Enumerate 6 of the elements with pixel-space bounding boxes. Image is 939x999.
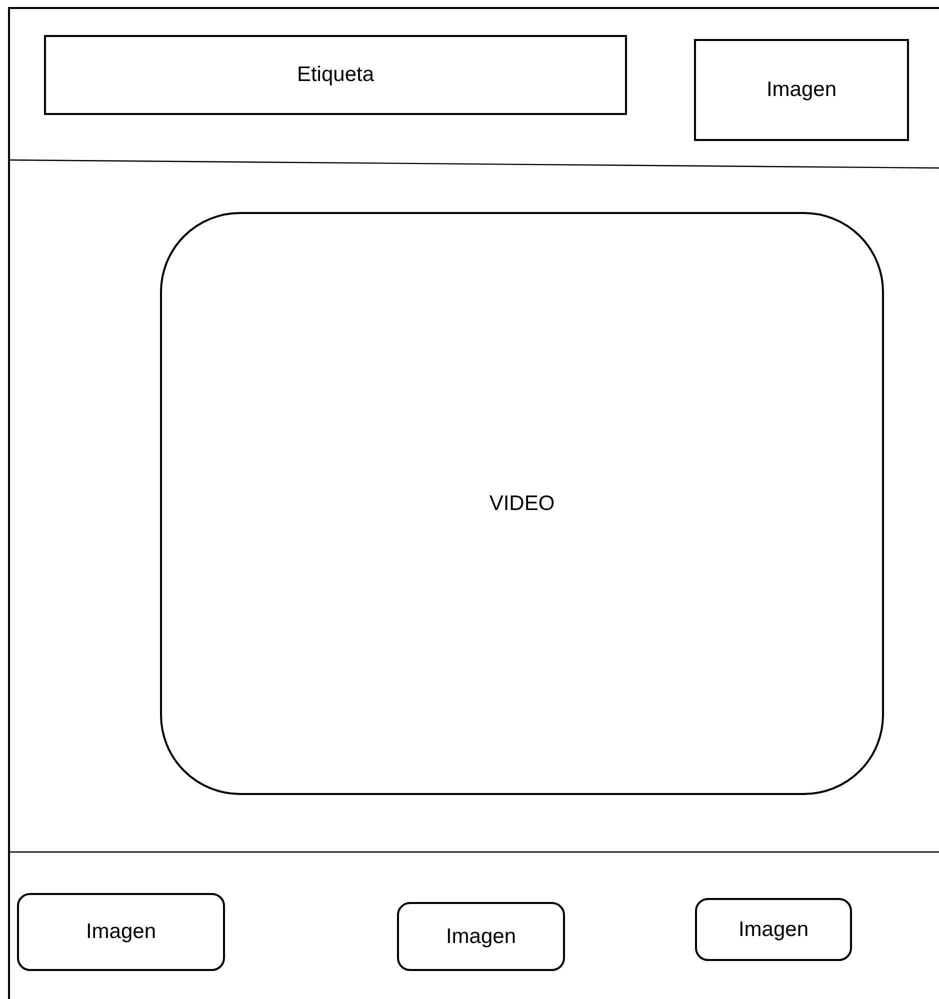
image-box: Imagen: [397, 902, 565, 971]
image-box: Imagen: [17, 893, 225, 971]
label-box: Etiqueta: [44, 35, 627, 115]
video-box: VIDEO: [160, 212, 884, 795]
image-box: Imagen: [694, 39, 909, 141]
image-box: Imagen: [695, 898, 852, 961]
